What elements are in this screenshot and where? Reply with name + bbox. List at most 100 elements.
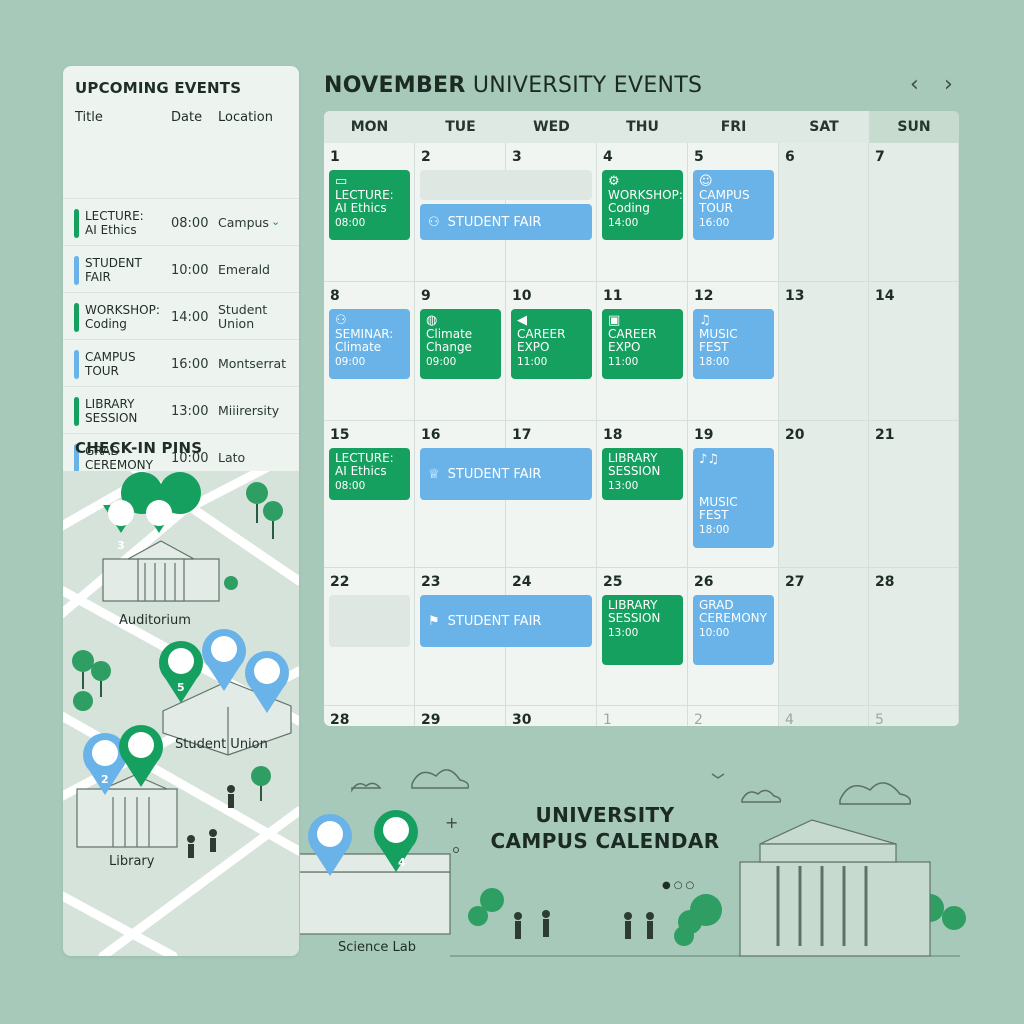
day-cell[interactable]: 18 bbox=[597, 421, 688, 568]
people-icon: ⚇ bbox=[428, 214, 440, 230]
day-cell[interactable]: 30 bbox=[506, 706, 597, 726]
day-cell[interactable]: 1 bbox=[597, 706, 688, 726]
day-cell[interactable]: 9 bbox=[415, 282, 506, 421]
weekday-header: THU bbox=[597, 111, 688, 143]
day-number: 12 bbox=[694, 288, 714, 304]
weekday-header: MON bbox=[324, 111, 415, 143]
carousel-dots[interactable]: ●○○ bbox=[662, 880, 698, 891]
day-cell[interactable]: 21 bbox=[869, 421, 959, 568]
prev-month-button[interactable]: ‹ bbox=[910, 72, 919, 97]
day-cell[interactable]: 7 bbox=[869, 143, 959, 282]
day-number: 4 bbox=[603, 149, 613, 165]
campus-illustration: 4 + bbox=[300, 769, 966, 957]
day-cell[interactable]: 22 bbox=[324, 568, 415, 706]
day-cell[interactable]: 8 bbox=[324, 282, 415, 421]
day-cell[interactable]: 27 bbox=[779, 568, 869, 706]
day-number: 4 bbox=[785, 712, 794, 726]
day-number: 27 bbox=[785, 574, 805, 590]
day-cell[interactable]: 17 bbox=[506, 421, 597, 568]
calendar-title: NOVEMBER UNIVERSITY EVENTS bbox=[324, 73, 702, 98]
day-cell[interactable]: 10 bbox=[506, 282, 597, 421]
event-time: 11:00 bbox=[517, 356, 548, 368]
event-label-line: FEST bbox=[699, 508, 729, 522]
event-title-line: TOUR bbox=[85, 364, 119, 378]
day-cell[interactable]: 15 bbox=[324, 421, 415, 568]
column-date: Date bbox=[171, 110, 203, 125]
day-cell[interactable]: 6 bbox=[779, 143, 869, 282]
briefcase-icon: ▣ bbox=[608, 313, 621, 328]
day-cell[interactable]: 4 bbox=[597, 143, 688, 282]
person-icon: ☺ bbox=[699, 174, 713, 189]
chevron-down-icon[interactable]: ⌄ bbox=[271, 215, 281, 228]
event-label-line: EXPO bbox=[608, 340, 641, 354]
event-time: 09:00 bbox=[335, 356, 366, 368]
event-time: 10:00 bbox=[699, 627, 730, 639]
day-number: 11 bbox=[603, 288, 623, 304]
day-cell[interactable]: 5 bbox=[688, 143, 779, 282]
event-label-line: LIBRARY bbox=[608, 598, 658, 612]
day-cell[interactable]: 3 bbox=[506, 143, 597, 282]
day-cell[interactable]: 1 bbox=[324, 143, 415, 282]
day-cell[interactable]: 5 bbox=[869, 706, 959, 726]
day-number: 25 bbox=[603, 574, 623, 590]
calendar-event[interactable]: ♕STUDENT FAIR bbox=[420, 448, 592, 500]
day-cell[interactable]: 14 bbox=[869, 282, 959, 421]
map-label-student-union[interactable]: Student Union bbox=[175, 737, 268, 752]
map-label-library[interactable]: Library bbox=[109, 854, 155, 869]
calendar-event[interactable]: ⚇STUDENT FAIR bbox=[420, 204, 592, 240]
day-cell[interactable]: 24 bbox=[506, 568, 597, 706]
weekday-header: WED bbox=[506, 111, 597, 143]
event-label: WORKSHOP:Coding bbox=[608, 189, 683, 215]
day-cell[interactable]: 13 bbox=[779, 282, 869, 421]
day-cell[interactable]: 28 bbox=[869, 568, 959, 706]
event-time: 08:00 bbox=[171, 216, 209, 231]
day-cell[interactable]: 4 bbox=[779, 706, 869, 726]
event-label-line: FEST bbox=[699, 340, 729, 354]
day-cell[interactable]: 29 bbox=[415, 706, 506, 726]
day-cell[interactable]: 20 bbox=[779, 421, 869, 568]
day-cell[interactable]: 26 bbox=[688, 568, 779, 706]
day-cell[interactable]: 25 bbox=[597, 568, 688, 706]
event-color-bar bbox=[74, 209, 79, 238]
event-label-line: AI Ethics bbox=[335, 201, 387, 215]
map-label-auditorium[interactable]: Auditorium bbox=[119, 613, 191, 628]
calendar-event[interactable]: ⚑STUDENT FAIR bbox=[420, 595, 592, 647]
day-cell[interactable]: 12 bbox=[688, 282, 779, 421]
map-label-science-lab[interactable]: Science Lab bbox=[338, 940, 416, 955]
event-color-bar bbox=[74, 397, 79, 426]
event-color-bar bbox=[74, 350, 79, 379]
day-cell[interactable]: 11 bbox=[597, 282, 688, 421]
day-cell[interactable]: 19 bbox=[688, 421, 779, 568]
event-time: 16:00 bbox=[699, 217, 730, 229]
event-title-line: Coding bbox=[85, 317, 127, 331]
event-time: 14:00 bbox=[608, 217, 639, 229]
column-title: Title bbox=[75, 110, 103, 125]
day-cell[interactable]: 2 bbox=[688, 706, 779, 726]
next-month-button[interactable]: › bbox=[944, 72, 953, 97]
event-time: 11:00 bbox=[608, 356, 639, 368]
event-time: 09:00 bbox=[426, 356, 457, 368]
day-cell[interactable]: 28 bbox=[324, 706, 415, 726]
campus-map[interactable]: Auditorium Student Union Library 3 5 2 bbox=[63, 446, 299, 956]
event-label-line: CAREER bbox=[608, 327, 657, 341]
